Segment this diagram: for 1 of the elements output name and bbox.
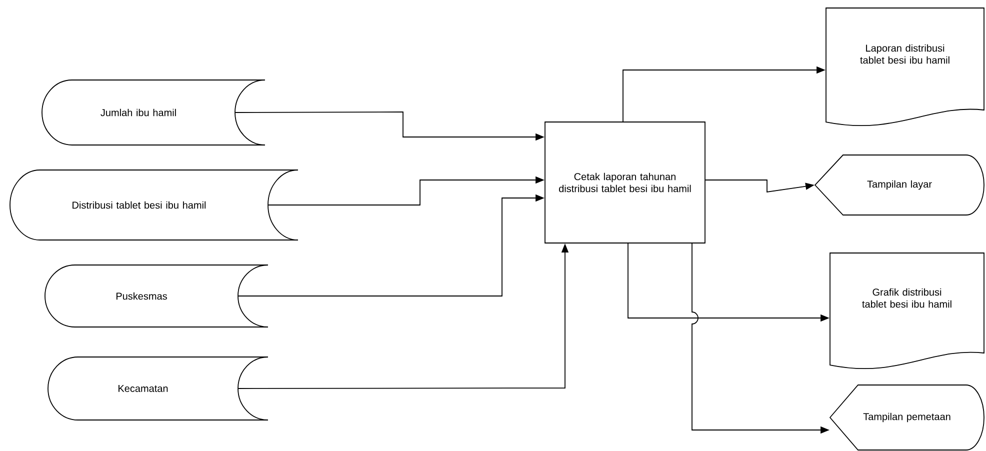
process-box: Cetak laporan tahunan distribusi tablet besi ibu hamil: [544, 122, 706, 244]
